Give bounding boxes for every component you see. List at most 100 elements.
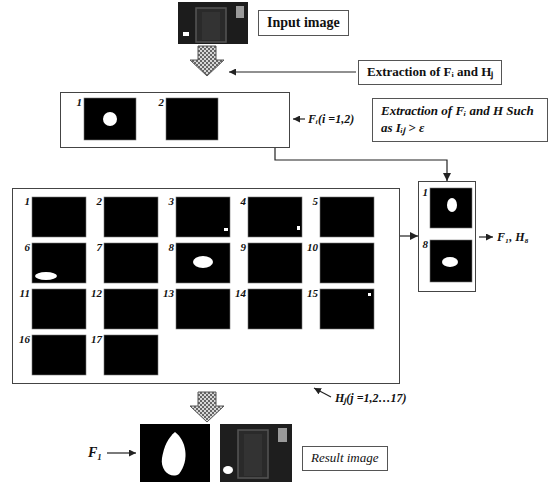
callout-number: 8: [169, 241, 175, 254]
thumbnail-image: [430, 240, 472, 282]
thumbnail-image: [320, 243, 374, 283]
thumbnail-frame: 9: [248, 243, 302, 283]
callout-number: 11: [20, 287, 30, 300]
thumbnail-frame: 7: [104, 243, 158, 283]
thumbnail-frame: 13: [176, 289, 230, 329]
feature-blob: [442, 257, 458, 267]
group-frame: Fᵢ(i =1,2)12: [60, 92, 290, 148]
feature-blob: [368, 293, 371, 296]
flow-arrow: [275, 148, 447, 181]
thumbnail-frame: 15: [320, 289, 374, 329]
door-frame: [238, 430, 268, 478]
thumbnail-image: [320, 197, 374, 237]
thumbnail-frame: 16: [32, 335, 86, 375]
process-box: Result image: [302, 446, 388, 471]
thumbnail-frame: 8: [430, 240, 472, 282]
callout-number: 8: [423, 238, 429, 251]
result-photo: [220, 424, 292, 482]
box-label: Input image: [267, 14, 340, 32]
box-label: Result image: [311, 450, 379, 467]
group-frame: F₁, H₈18: [418, 181, 476, 292]
callout-number: 1: [77, 96, 83, 109]
thumbnail-frame: 1: [430, 188, 472, 228]
group-label: Fᵢ(i =1,2): [308, 112, 354, 127]
leader-arrow: [107, 452, 136, 453]
thumbnail-frame: 11: [32, 289, 86, 329]
thumbnail-frame: 8: [176, 243, 230, 283]
group-label: Hⱼ(j =1,2…17): [335, 391, 407, 406]
thumbnail-image: [104, 289, 158, 329]
group-frame: Hⱼ(j =1,2…17)1234567891011121314151617: [12, 188, 400, 384]
callout-number: 5: [313, 195, 319, 208]
block-arrow: [190, 392, 224, 422]
thumbnail-image: [84, 98, 136, 140]
callout-number: 12: [91, 287, 102, 300]
leader-arrow: [314, 388, 331, 397]
callout-number: 9: [241, 241, 247, 254]
thumbnail-image: [248, 197, 302, 237]
bright-spot: [183, 32, 189, 36]
feature-blob: [224, 228, 228, 231]
callout-number: 16: [19, 333, 30, 346]
door-frame: [196, 8, 226, 42]
input-photo: [178, 2, 248, 44]
flow-arrow: [400, 235, 418, 236]
callout-number: 13: [163, 287, 174, 300]
thumbnail-image: [32, 197, 86, 237]
thumbnail-image: [104, 243, 158, 283]
callout-number: 10: [307, 241, 318, 254]
mask-image: [140, 424, 210, 482]
thumbnail-image: [104, 197, 158, 237]
thumbnail-frame: 5: [320, 197, 374, 237]
thumbnail-image: [176, 289, 230, 329]
callout-number: 6: [25, 241, 31, 254]
thumbnail-frame: 2: [166, 98, 218, 140]
process-box: Input image: [258, 10, 349, 36]
thumbnail-frame: 12: [104, 289, 158, 329]
group-label: F₁, H₈: [497, 230, 529, 245]
callout-number: 7: [97, 241, 103, 254]
feature-blob: [35, 272, 57, 280]
thumbnail-frame: 10: [320, 243, 374, 283]
thumbnail-image: [32, 335, 86, 375]
thumbnail-image: [166, 98, 218, 140]
thumbnail-image: [320, 289, 374, 329]
thumbnail-image: [176, 197, 230, 237]
callout-number: 2: [159, 96, 165, 109]
callout-number: 3: [169, 195, 175, 208]
process-box: Extraction of Fᵢ and H Such as Iᵢⱼ > ε: [372, 98, 548, 142]
callout-number: 4: [241, 195, 247, 208]
light-patch: [278, 428, 287, 442]
process-box: Extraction of Fᵢ and Hⱼ: [358, 60, 502, 85]
thumbnail-frame: 1: [32, 197, 86, 237]
leader-arrow: [229, 71, 356, 72]
callout-number: 14: [235, 287, 246, 300]
box-label: Extraction of Fᵢ and Hⱼ: [367, 64, 493, 81]
block-arrow: [190, 46, 224, 76]
feature-blob: [162, 432, 186, 476]
door-inner: [244, 434, 262, 476]
thumbnail-image: [104, 335, 158, 375]
callout-label: F₁: [88, 445, 102, 462]
callout-number: 15: [307, 287, 318, 300]
thumbnail-frame: 2: [104, 197, 158, 237]
photo-ground: [178, 2, 248, 44]
callout-number: 2: [97, 195, 103, 208]
light-patch: [236, 6, 244, 18]
feature-blob: [193, 256, 213, 268]
thumbnail-image: [32, 289, 86, 329]
thumbnail-frame: 14: [248, 289, 302, 329]
feature-blob: [447, 198, 457, 212]
thumbnail-frame: 17: [104, 335, 158, 375]
leader-arrow: [479, 236, 493, 237]
leader-arrow: [293, 118, 305, 119]
thumbnail-frame: 3: [176, 197, 230, 237]
callout-number: 1: [25, 195, 31, 208]
thumbnail-frame: 6: [32, 243, 86, 283]
thumbnail-image: [32, 243, 86, 283]
feature-blob: [297, 226, 300, 230]
thumbnail-frame: 1: [84, 98, 136, 140]
callout-number: 17: [91, 333, 102, 346]
thumbnail-image: [248, 289, 302, 329]
